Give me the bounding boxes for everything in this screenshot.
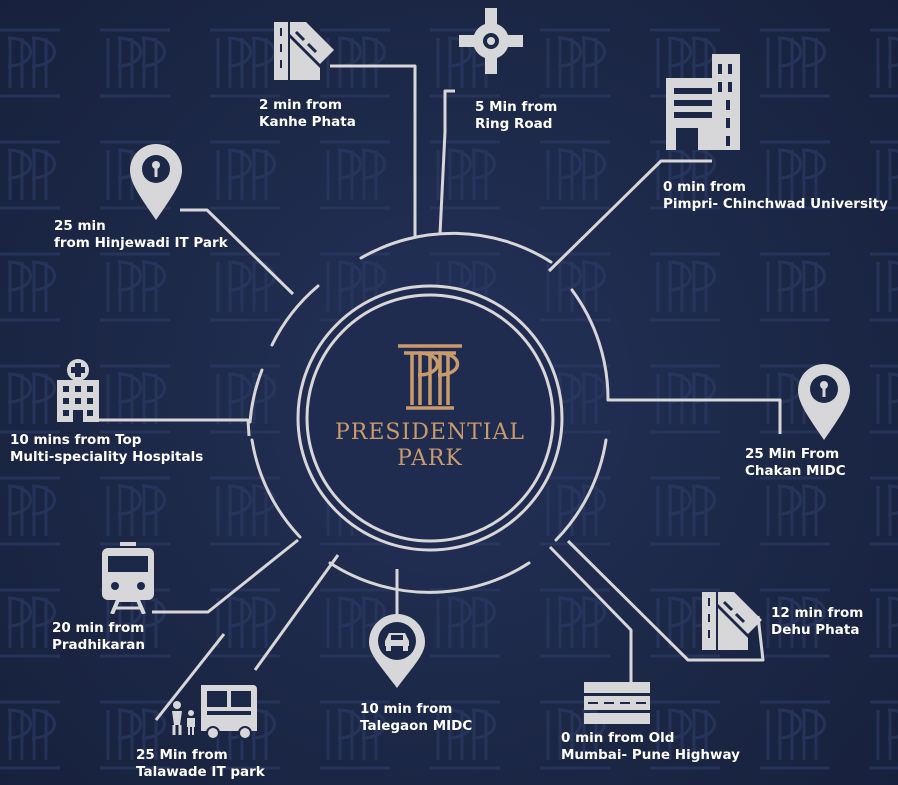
- outer-ring-segment: [250, 438, 302, 539]
- outer-ring-segment: [248, 368, 264, 424]
- outer-ring-segment: [359, 231, 553, 264]
- label-line2: Ring Road: [475, 116, 553, 132]
- label-ring-road: 5 Min from Ring Road: [475, 99, 557, 133]
- outer-ring-segment: [570, 288, 610, 402]
- label-hinjewadi-it-park: 25 min from Hinjewadi IT Park: [54, 218, 228, 252]
- label-hospitals: 10 mins from Top Multi-speciality Hospit…: [10, 432, 203, 466]
- label-line2: Dehu Phata: [771, 622, 860, 638]
- label-line1: 25 Min From: [745, 446, 840, 462]
- location-pin-icon: [798, 364, 850, 440]
- label-kanhe-phata: 2 min from Kanhe Phata: [259, 97, 356, 131]
- label-line1: 0 min from Old: [561, 730, 675, 746]
- hospital-icon: [57, 359, 99, 422]
- label-line1: 5 Min from: [475, 99, 558, 115]
- train-icon: [102, 542, 154, 614]
- label-line1: 10 min from: [360, 701, 453, 717]
- line-dehu: [566, 539, 765, 662]
- label-line1: 0 min from: [663, 179, 746, 195]
- label-line2: Mumbai- Pune Highway: [561, 747, 740, 763]
- label-line2: Multi-speciality Hospitals: [10, 449, 204, 465]
- line-highway: [548, 545, 633, 692]
- brand-name-line1: PRESIDENTIAL: [335, 420, 525, 445]
- label-line1: 10 mins from Top: [10, 432, 142, 448]
- road-icon: [702, 592, 762, 650]
- label-line2: Kanhe Phata: [259, 114, 356, 130]
- brand-name-line2: PARK: [397, 446, 463, 471]
- inner-ring-inner: [305, 293, 555, 543]
- label-pradhikaran: 20 min from Pradhikaran: [52, 620, 145, 654]
- location-pin-icon: [130, 144, 182, 220]
- line-pcu: [547, 159, 712, 273]
- label-pimpri-chinchwad-university: 0 min from Pimpri- Chinchwad University: [663, 179, 888, 213]
- label-dehu-phata: 12 min from Dehu Phata: [771, 605, 863, 639]
- line-kanhe: [330, 64, 417, 236]
- line-ring-road: [438, 89, 455, 235]
- label-line2: Pradhikaran: [52, 637, 146, 653]
- outer-ring-segment: [554, 438, 608, 542]
- highway-icon: [584, 682, 650, 724]
- label-line2: Talegaon MIDC: [360, 718, 473, 734]
- label-line1: 12 min from: [771, 605, 864, 621]
- brand-name: PRESIDENTIAL PARK: [325, 420, 535, 472]
- outer-ring-segment: [270, 284, 320, 347]
- line-pradhikaran: [152, 538, 299, 614]
- label-line1: 2 min from: [259, 97, 342, 113]
- label-line1: 20 min from: [52, 620, 145, 636]
- label-line2: Chakan MIDC: [745, 463, 846, 479]
- line-hinjewadi: [180, 208, 295, 296]
- line-talawade: [253, 554, 340, 671]
- roundabout-icon: [459, 8, 523, 74]
- line-chakan: [609, 398, 782, 434]
- road-icon: [274, 22, 334, 80]
- outer-ring-segment: [328, 561, 531, 594]
- label-talegaon-midc: 10 min from Talegaon MIDC: [360, 701, 472, 735]
- inner-ring-outer: [296, 284, 564, 552]
- line-talawade-bus: [154, 633, 226, 721]
- label-chakan-midc: 25 Min From Chakan MIDC: [745, 446, 846, 480]
- label-talawade-it-park: 25 Min from Talawade IT park: [136, 747, 265, 781]
- label-line2: Pimpri- Chinchwad University: [663, 196, 888, 212]
- brand-logo: PRESIDENTIAL PARK: [325, 340, 535, 472]
- label-line2: from Hinjewadi IT Park: [54, 235, 228, 251]
- label-line1: 25 min: [54, 218, 106, 234]
- label-line1: 25 Min from: [136, 747, 228, 763]
- car-pin-icon: [369, 614, 425, 688]
- label-line2: Talawade IT park: [136, 764, 265, 780]
- building-icon: [666, 54, 740, 150]
- school-bus-icon: [172, 685, 257, 740]
- line-hospitals: [87, 418, 251, 437]
- pillar-monogram-logo: [398, 344, 462, 410]
- label-old-mumbai-pune-highway: 0 min from Old Mumbai- Pune Highway: [561, 730, 740, 764]
